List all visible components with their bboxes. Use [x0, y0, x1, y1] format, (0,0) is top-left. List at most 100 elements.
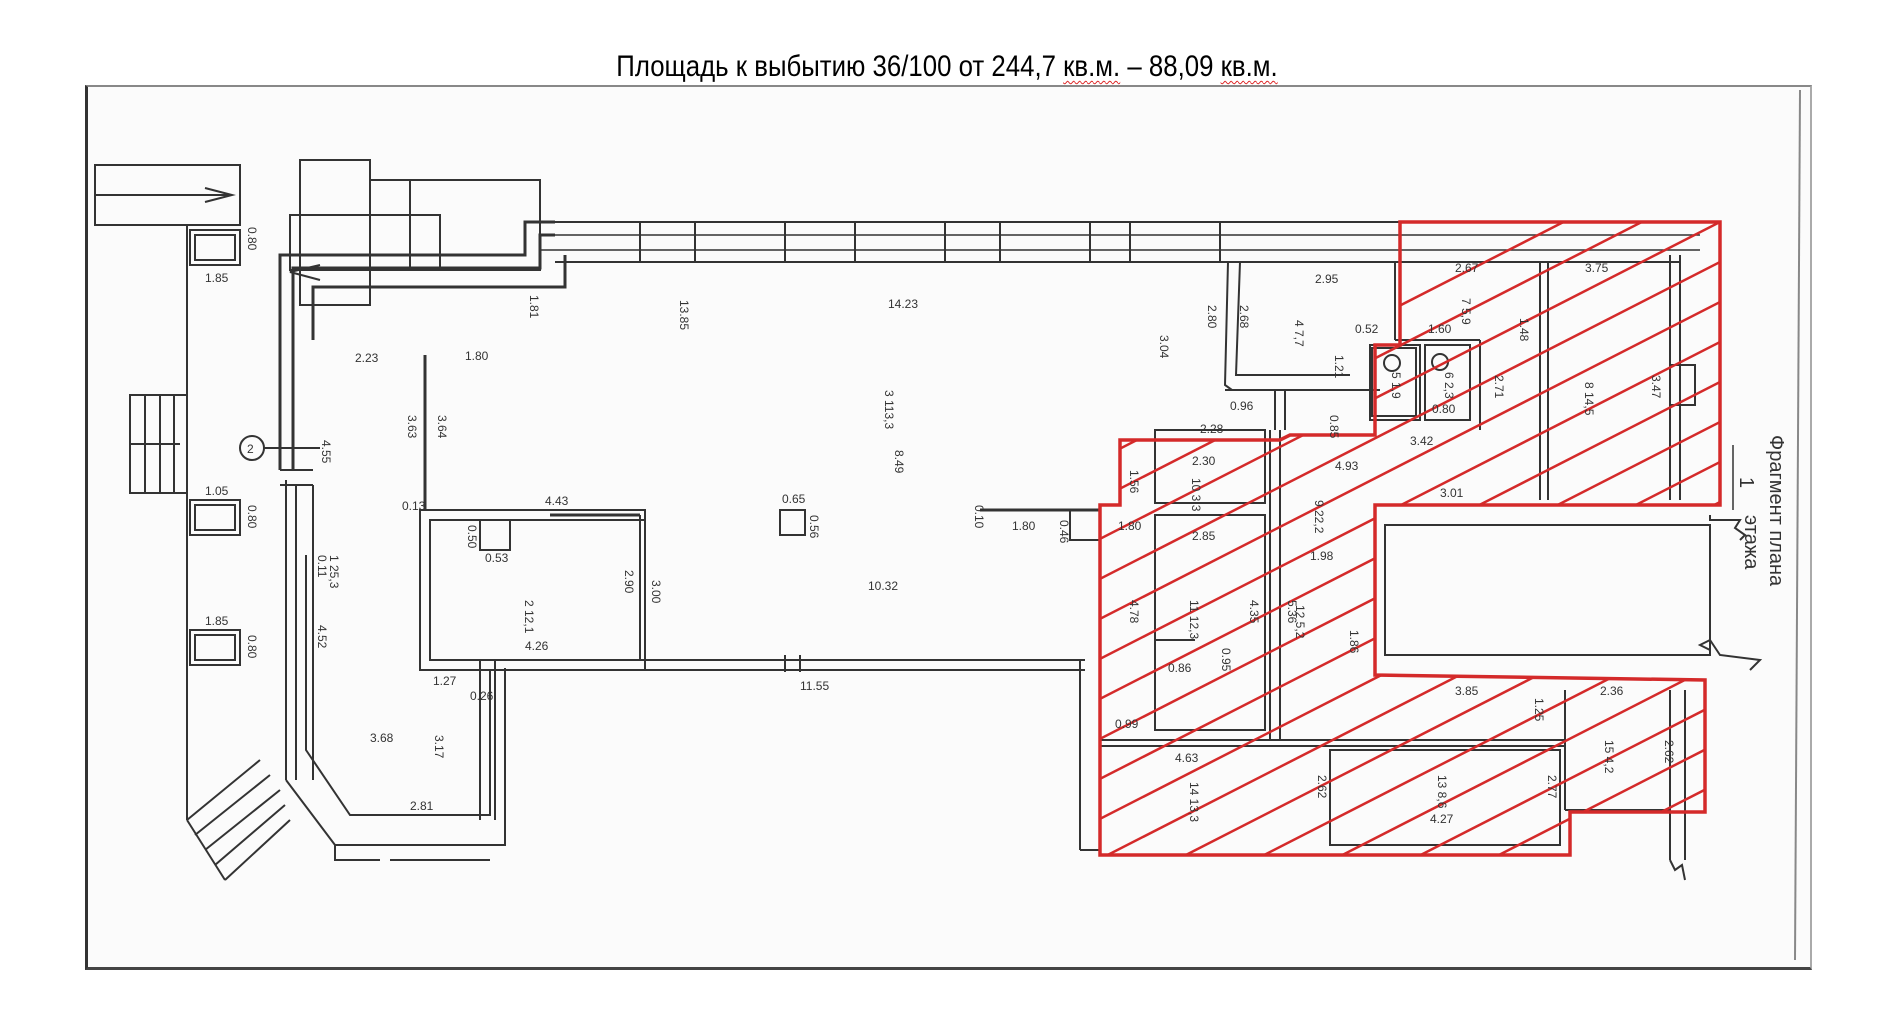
highlighted-disposal-area — [1098, 220, 1722, 857]
dim-label: 4.52 — [315, 625, 329, 649]
dim-label: 0.99 — [1115, 717, 1139, 731]
room-label-7: 7 5,9 — [1459, 298, 1473, 325]
room-label-5: 5 1,9 — [1389, 372, 1403, 399]
dim-label: 0.86 — [1168, 661, 1192, 675]
dim-label: 3.63 — [405, 415, 419, 439]
dim-label: 1.98 — [1310, 549, 1334, 563]
dim-label: 3.85 — [1455, 684, 1479, 698]
caption-line-1: Фрагмент плана — [1765, 435, 1787, 587]
caption-line-2: этажа — [1740, 515, 1762, 570]
dim-label: 2.28 — [1200, 422, 1224, 436]
room-label-15: 15 4,2 — [1602, 740, 1616, 774]
dim-label: 0.11 — [315, 555, 329, 578]
dim-label: 2.85 — [1192, 529, 1216, 543]
plan-caption: Фрагмент плана 1 этажа — [1735, 435, 1787, 587]
room-labels: 1 25,3 2 12,1 3 113,3 4 7,7 5 1,9 6 2,3 … — [327, 298, 1616, 822]
dim-label: 1.27 — [433, 674, 457, 688]
dim-label: 0.95 — [1219, 648, 1233, 672]
room-label-2: 2 12,1 — [522, 600, 536, 634]
dim-label: 2.95 — [1315, 272, 1339, 286]
dim-label: 2.67 — [1455, 261, 1479, 275]
room-label-14: 14 13,3 — [1187, 782, 1201, 822]
dim-label: 1.80 — [465, 349, 489, 363]
room-label-11: 11 12,3 — [1187, 600, 1201, 639]
dim-label: 1.56 — [1127, 470, 1141, 494]
dim-label: 0.26 — [470, 689, 494, 703]
dim-label: 3.64 — [435, 415, 449, 439]
room-label-8: 8 14,5 — [1582, 382, 1596, 416]
dim-label: 2.80 — [1205, 305, 1219, 329]
dim-label: 2.62 — [1662, 740, 1676, 764]
dim-label: 2.62 — [1315, 775, 1329, 799]
dim-label: 0.56 — [807, 515, 821, 539]
dim-label: 3.42 — [1410, 434, 1434, 448]
dim-label: 4.55 — [319, 440, 333, 464]
dim-label: 1.60 — [1428, 322, 1452, 336]
dim-label: 0.53 — [485, 551, 509, 565]
dim-label: 0.96 — [1230, 399, 1254, 413]
dim-label: 3.04 — [1157, 335, 1171, 359]
dim-label: 2.68 — [1237, 305, 1251, 329]
dim-label: 1.25 — [1532, 698, 1546, 722]
dim-label: 3.75 — [1585, 261, 1609, 275]
room-label-1: 1 25,3 — [327, 555, 341, 589]
dim-label: 4.93 — [1335, 459, 1359, 473]
dim-label: 8.49 — [892, 450, 906, 474]
dim-label: 2.36 — [1600, 684, 1624, 698]
dim-label: 14.23 — [888, 297, 918, 311]
dim-label: 0.52 — [1355, 322, 1379, 336]
dim-label: 0.10 — [972, 505, 986, 529]
dim-label: 3.00 — [649, 580, 663, 604]
dim-label: 0.13 — [402, 499, 426, 513]
dim-label: 2.23 — [355, 351, 379, 365]
title-text-middle: – 88,09 — [1120, 50, 1221, 83]
dim-label: 0.65 — [782, 492, 806, 506]
dim-label: 0.80 — [1432, 402, 1456, 416]
dim-label: 1.81 — [527, 295, 541, 319]
dim-label: 2.81 — [410, 799, 434, 813]
dim-label: 5.36 — [1285, 600, 1299, 624]
dim-label: 1.80 — [1012, 519, 1036, 533]
dim-label: 2.30 — [1192, 454, 1216, 468]
dim-label: 4.43 — [545, 494, 569, 508]
room-label-10: 10 3,3 — [1189, 478, 1203, 512]
dim-label: 10.32 — [868, 579, 898, 593]
dim-label: 2.77 — [1545, 775, 1559, 799]
dim-label: 0.46 — [1057, 520, 1071, 544]
room-label-13: 13 8,6 — [1435, 775, 1449, 809]
dim-label: 0.80 — [245, 505, 259, 529]
room-label-4: 4 7,7 — [1292, 320, 1306, 347]
dim-label: 4.35 — [1247, 600, 1261, 624]
title-unit-1: кв.м. — [1063, 50, 1121, 83]
room-label-3: 3 113,3 — [882, 390, 896, 429]
dim-label: 11.55 — [800, 679, 829, 693]
room-label-6: 6 2,3 — [1442, 372, 1456, 399]
dim-label: 3.68 — [370, 731, 394, 745]
dim-label: 2.71 — [1492, 375, 1506, 399]
dim-label: 0.80 — [245, 227, 259, 251]
dim-label: 1.85 — [205, 614, 229, 628]
dim-label: 3.17 — [432, 735, 446, 759]
title-unit-2: кв.м. — [1220, 50, 1278, 83]
plan-walls — [94, 89, 1801, 961]
dim-label: 0.85 — [1327, 415, 1341, 439]
dim-label: 13.85 — [677, 300, 691, 330]
dim-label: 4.78 — [1127, 600, 1141, 624]
room-label-9: 9 22,2 — [1312, 500, 1326, 534]
dim-label: 4.63 — [1175, 751, 1199, 765]
dim-label: 1.80 — [1118, 519, 1142, 533]
dim-label: 1.86 — [1347, 630, 1361, 654]
dim-label: 0.50 — [465, 525, 479, 549]
axis-marker-label: 2 — [247, 442, 254, 456]
dim-label: 3.47 — [1649, 375, 1663, 399]
dim-label: 4.27 — [1430, 812, 1454, 826]
page-title: Площадь к выбытию 36/100 от 244,7 кв.м. … — [133, 50, 1762, 84]
title-text-before: Площадь к выбытию 36/100 от 244,7 — [616, 50, 1064, 83]
dim-label: 1.21 — [1332, 355, 1346, 379]
caption-number: 1 — [1735, 477, 1757, 488]
dim-label: 0.80 — [245, 635, 259, 659]
dim-label: 1.05 — [205, 484, 229, 498]
dim-label: 1.48 — [1517, 318, 1531, 342]
dim-label: 3.01 — [1440, 486, 1464, 500]
